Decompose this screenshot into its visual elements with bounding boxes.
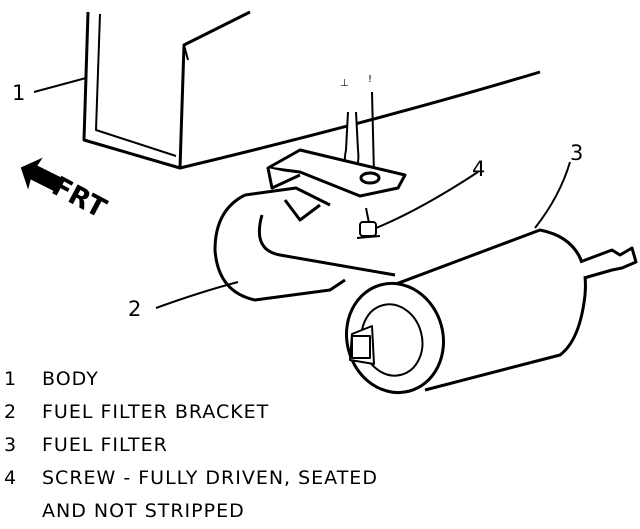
front-direction-label: FRT — [47, 171, 112, 225]
body-frame-rail — [82, 10, 541, 170]
legend-item: AND NOT STRIPPED — [0, 496, 640, 529]
legend-text: BODY — [42, 368, 99, 390]
legend-text: SCREW - FULLY DRIVEN, SEATED — [42, 467, 378, 489]
legend-item: 2 FUEL FILTER BRACKET — [0, 397, 640, 430]
fuel-filter — [344, 228, 638, 395]
stud-symbol-2: ! — [368, 74, 372, 85]
callout-3: 3 — [570, 141, 583, 165]
legend-number: 2 — [4, 401, 18, 423]
legend-text: AND NOT STRIPPED — [42, 500, 245, 522]
callout-4: 4 — [472, 157, 485, 181]
front-direction-arrow-icon — [20, 157, 62, 192]
legend-item: 4 SCREW - FULLY DRIVEN, SEATED — [0, 463, 640, 496]
parts-legend: 1 BODY 2 FUEL FILTER BRACKET 3 FUEL FILT… — [0, 364, 640, 529]
legend-item: 1 BODY — [0, 364, 640, 397]
callout-leaders — [33, 77, 571, 309]
screw — [356, 207, 381, 239]
legend-text: FUEL FILTER BRACKET — [42, 401, 270, 423]
callout-2: 2 — [128, 297, 141, 321]
legend-number: 3 — [4, 434, 18, 456]
callout-1: 1 — [12, 81, 25, 105]
legend-number: 4 — [4, 467, 18, 489]
fuel-filter-bracket — [213, 148, 407, 302]
stud-symbol-1: ⊥ — [340, 78, 349, 89]
legend-number: 1 — [4, 368, 18, 390]
legend-item: 3 FUEL FILTER — [0, 430, 640, 463]
legend-text: FUEL FILTER — [42, 434, 168, 456]
